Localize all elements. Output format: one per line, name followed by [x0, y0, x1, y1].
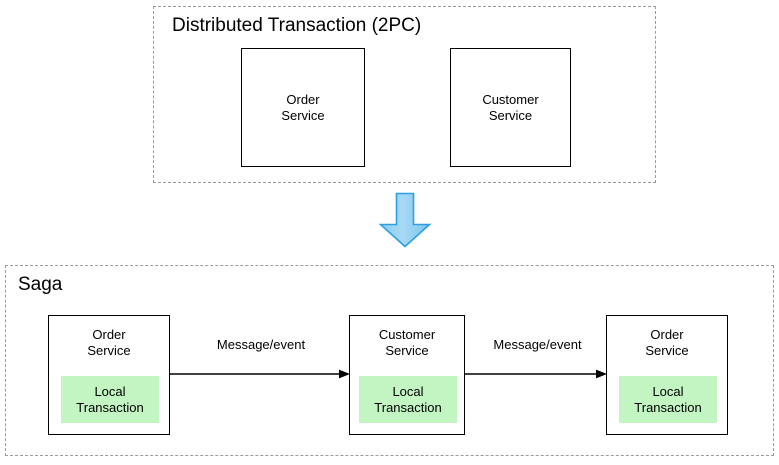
service-box-customer-service-2pc[interactable]: Customer Service	[450, 48, 571, 167]
group-title-saga: Saga	[18, 274, 63, 295]
group-title-distributed-transaction: Distributed Transaction (2PC)	[172, 15, 422, 36]
group-distributed-transaction	[153, 6, 656, 183]
local-transaction-badge: Local Transaction	[619, 376, 717, 423]
service-label: Order Service	[281, 91, 325, 123]
local-transaction-badge: Local Transaction	[359, 376, 457, 423]
service-label: Order Service	[645, 327, 689, 358]
connector-arrow-1	[170, 368, 350, 380]
service-box-order-service-2pc[interactable]: Order Service	[241, 48, 365, 167]
service-label: Customer Service	[378, 327, 436, 358]
service-label: Customer Service	[482, 91, 539, 123]
service-label: Order Service	[87, 327, 131, 358]
saga-participant-customer-service[interactable]: Customer Service Local Transaction	[349, 315, 465, 435]
down-arrow-icon	[378, 192, 432, 248]
local-transaction-badge: Local Transaction	[61, 376, 159, 423]
saga-participant-order-service-1[interactable]: Order Service Local Transaction	[48, 315, 170, 435]
connector-label-2: Message/event	[493, 337, 582, 352]
connector-arrow-2	[465, 368, 607, 380]
group-saga	[5, 265, 774, 456]
saga-participant-order-service-2[interactable]: Order Service Local Transaction	[606, 315, 728, 435]
connector-label-1: Message/event	[216, 337, 306, 352]
